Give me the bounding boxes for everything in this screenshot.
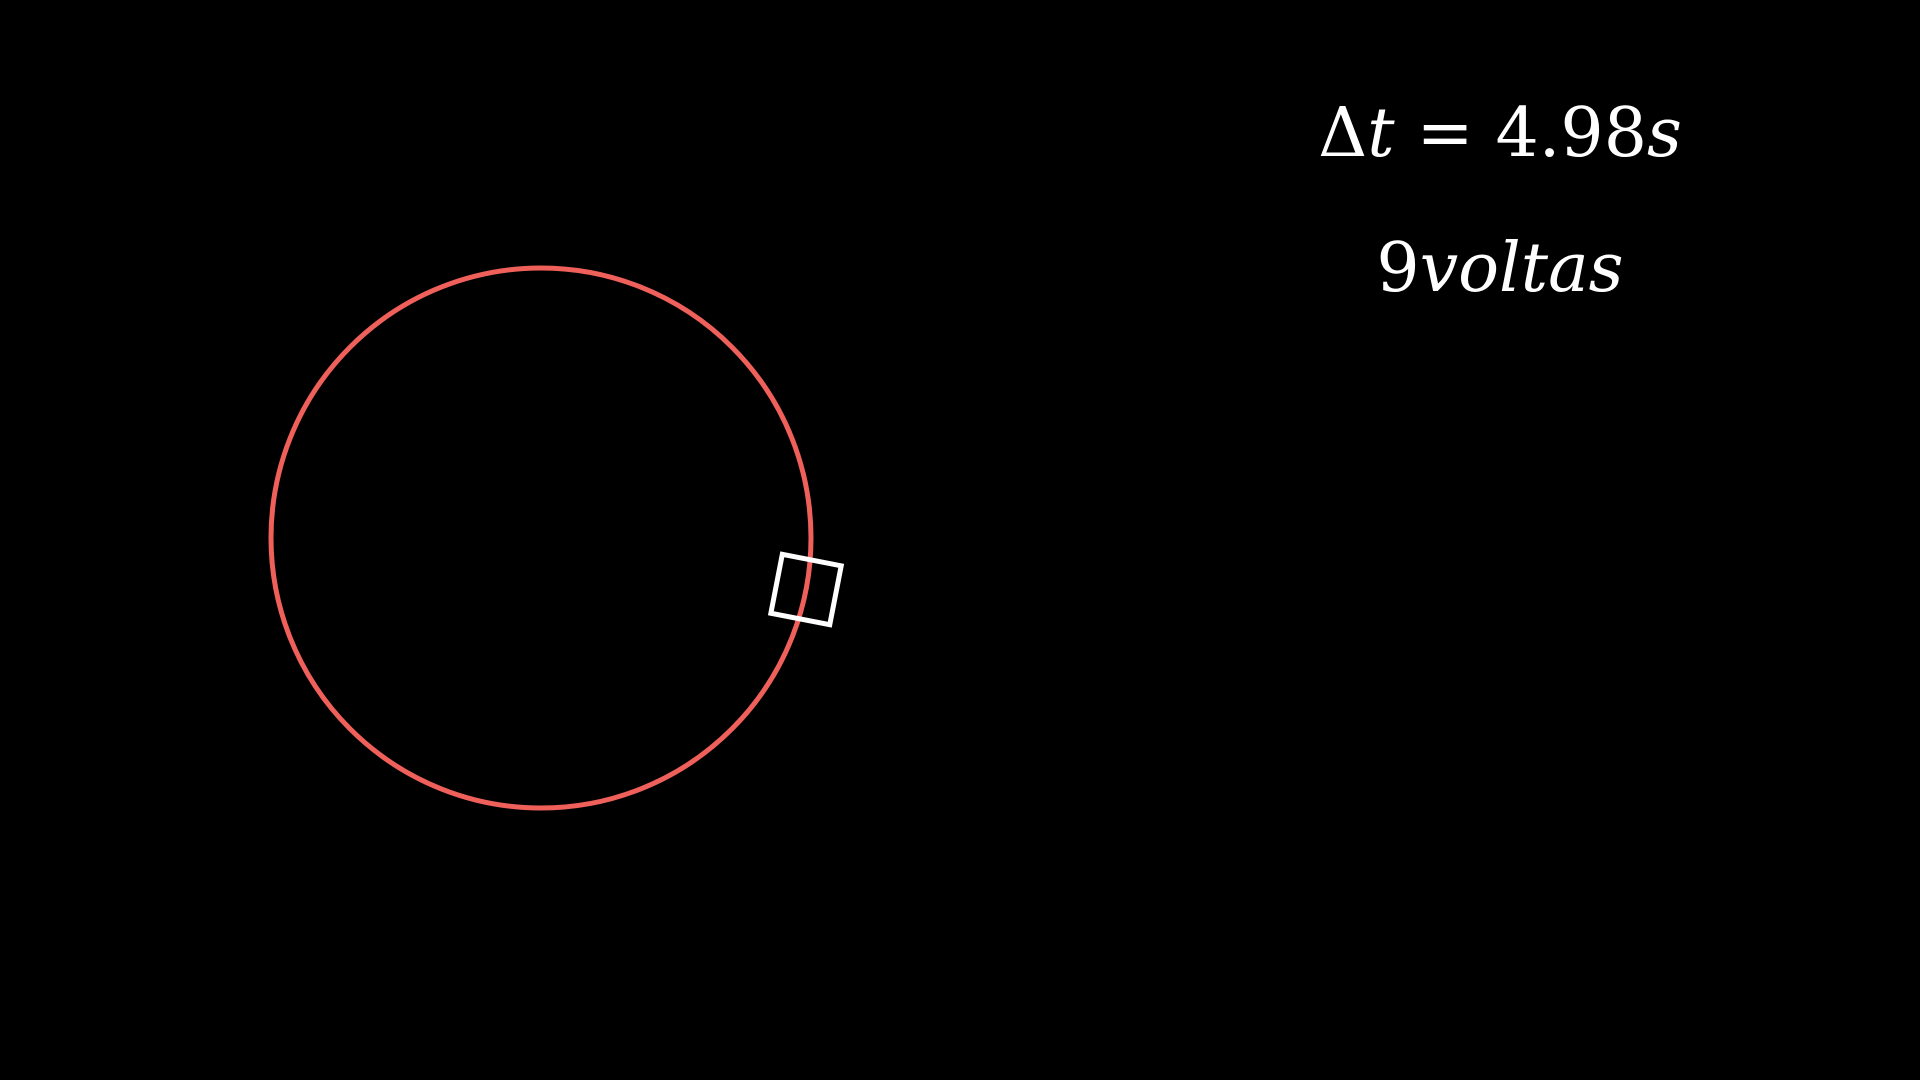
time-unit: s: [1646, 94, 1682, 173]
time-variable: t: [1367, 94, 1395, 173]
equals-sign: =: [1416, 94, 1474, 173]
lap-count-label: 9voltas: [1200, 235, 1800, 303]
orbit-circle: [268, 265, 814, 811]
elapsed-time-label: Δt=4.98s: [1200, 100, 1800, 168]
lap-word: voltas: [1419, 229, 1624, 308]
time-value: 4.98: [1495, 94, 1647, 173]
moving-square-marker: [767, 551, 845, 628]
lap-count: 9: [1376, 229, 1420, 308]
delta-symbol: Δ: [1318, 94, 1368, 173]
